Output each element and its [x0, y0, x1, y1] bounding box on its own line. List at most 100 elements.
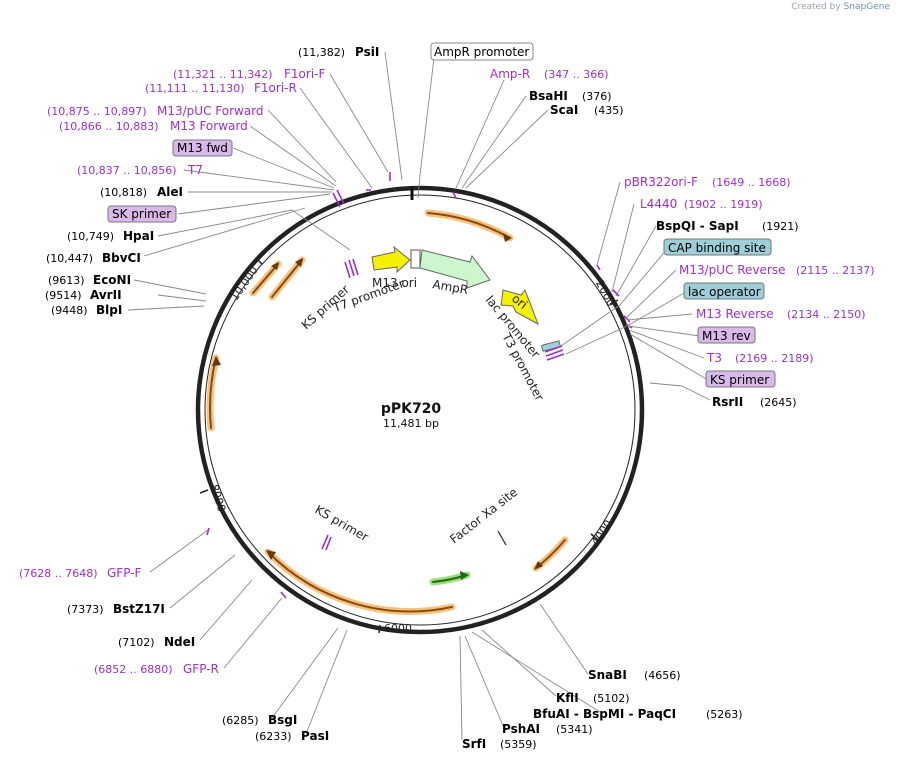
pos-bsgi: (6285) [222, 714, 259, 727]
m13-ori-feature [371, 245, 411, 274]
feature-box-ks-primer [705, 370, 776, 388]
factor-xa-tick [497, 530, 507, 546]
ampr-feature [419, 249, 491, 289]
primer-gfp-f: GFP-F [107, 566, 142, 580]
enzyme-kfli: KflI [556, 691, 579, 705]
pos-bfuai-bspmi-paqci: (5263) [706, 708, 743, 721]
pos-t7: (10,837 .. 10,856) [77, 164, 177, 177]
primer-t3: T3 [706, 351, 722, 365]
enzyme-bsahi: BsaHI [529, 89, 568, 103]
orf-arrowhead-5 [271, 262, 279, 270]
pos-econi: (9613) [48, 274, 85, 287]
enzyme-srfi: SrfI [462, 737, 486, 751]
enzyme-bstz17i: BstZ17I [113, 602, 165, 616]
plasmid-name: pPK720 [381, 401, 442, 417]
primer-m13-forward: M13 Forward [170, 119, 248, 133]
pos-m13-puc-reverse: (2115 .. 2137) [796, 264, 875, 277]
inner-label-factor-xa: Factor Xa site [447, 485, 520, 546]
enzyme-psii: PsiI [355, 45, 379, 59]
orf-arc-glow-1 [424, 209, 514, 242]
enzyme-snabi: SnaBI [588, 668, 627, 682]
pos-bsahi: (376) [582, 90, 612, 103]
tick-marks [199, 257, 619, 634]
orf-arc-5 [252, 263, 279, 294]
enzyme-pshai: PshAI [502, 722, 540, 736]
enzyme-ndei: NdeI [164, 635, 195, 649]
pos-blpi: (9448) [51, 304, 88, 317]
enzyme-hpai: HpaI [123, 229, 154, 243]
enzyme-bbvci: BbvCI [102, 251, 141, 265]
primer-m13-reverse: M13 Reverse [696, 307, 774, 321]
plasmid-length: 11,481 bp [383, 417, 439, 430]
orf-arrowhead-4 [212, 356, 221, 366]
primer-pbr322ori-f: pBR322ori-F [624, 175, 698, 189]
orf-arrowhead-3 [266, 550, 276, 560]
enzyme-bfuai-bspmi-paqci: BfuAI - BspMI - PaqCI [533, 707, 676, 721]
enzyme-bspqi-sapi: BspQI - SapI [656, 219, 739, 233]
orf-arc-3 [267, 551, 453, 613]
pos-kfli: (5102) [593, 692, 630, 705]
enzyme-alei: AleI [157, 185, 183, 199]
enzyme-pasi: PasI [301, 729, 329, 743]
pos-m13-puc-forward: (10,875 .. 10,897) [47, 105, 147, 118]
orf-arc-6 [271, 259, 303, 298]
pos-bspqi-sapi: (1921) [762, 220, 799, 233]
leader-lines [127, 51, 711, 741]
primer-amp-r: Amp-R [490, 67, 530, 81]
pos-m13-reverse: (2134 .. 2150) [787, 308, 866, 321]
orf-arrowhead-2 [534, 561, 543, 570]
pos-ndei: (7102) [118, 636, 155, 649]
inner-label-ks-primer-bottom: KS primer [313, 502, 371, 544]
feature-lac-operator: lac operator [688, 285, 761, 299]
pos-gfp-f: (7628 .. 7648) [19, 567, 98, 580]
orf-arc-glow-3 [264, 548, 456, 615]
orf-arrowhead-green [460, 571, 469, 580]
pos-pasi: (6233) [255, 730, 292, 743]
pos-srfi: (5359) [500, 738, 537, 751]
tick-label-6000: 6000 [384, 622, 412, 635]
feature-box-ampr-promoter [430, 42, 534, 61]
enzyme-rsrii: RsrII [712, 395, 743, 409]
pos-bbvci: (10,447) [46, 252, 93, 265]
pos-gfp-r: (6852 .. 6880) [94, 663, 173, 676]
primer-t7: T7 [187, 163, 203, 177]
pos-m13-forward: (10,866 .. 10,883) [59, 120, 159, 133]
feature-box-cap-binding-site [663, 238, 772, 256]
primer-f1ori-r: F1ori-R [254, 81, 297, 95]
backbone-inner [204, 194, 636, 626]
pos-pbr322ori-f: (1649 .. 1668) [712, 176, 791, 189]
enzyme-scai: ScaI [550, 103, 578, 117]
pos-rsrii: (2645) [760, 396, 797, 409]
pos-avrii: (9514) [45, 289, 82, 302]
enzyme-econi: EcoNI [93, 273, 131, 287]
ori-feature [500, 289, 539, 326]
feature-sk-primer: SK primer [112, 207, 171, 221]
feature-box-m13-fwd [172, 139, 233, 157]
pos-amp-r: (347 .. 366) [544, 68, 609, 81]
enzyme-avrii: AvrII [90, 288, 122, 302]
pos-f1ori-r: (11,111 .. 11,130) [145, 82, 245, 95]
inner-label-ampr: AmpR [431, 277, 469, 297]
primer-f1ori-f: F1ori-F [284, 67, 325, 81]
enzyme-bsgi: BsgI [268, 713, 297, 727]
feature-cap-binding-site: CAP binding site [668, 241, 766, 255]
pos-hpai: (10,749) [67, 230, 114, 243]
pos-f1ori-f: (11,321 .. 11,342) [173, 68, 273, 81]
pos-l4440: (1902 .. 1919) [684, 198, 763, 211]
pos-psii: (11,382) [298, 46, 345, 59]
snapgene-credit: Created by SnapGene [791, 2, 890, 12]
tick-label-8000: 8000 [207, 483, 228, 514]
ampr-promoter-feature [410, 249, 421, 269]
primer-l4440: L4440 [640, 197, 677, 211]
feature-box-m13-rev [697, 326, 756, 344]
pos-t3: (2169 .. 2189) [735, 352, 814, 365]
feature-ks-primer: KS primer [710, 373, 769, 387]
pos-alei: (10,818) [100, 186, 147, 199]
orf-arrowhead-6 [295, 258, 303, 267]
pos-bstz17i: (7373) [67, 603, 104, 616]
feature-box-sk-primer [107, 205, 177, 223]
tick-label-10000: 10,000 [228, 264, 261, 303]
pos-snabi: (4656) [644, 669, 681, 682]
credit-brand: SnapGene [843, 2, 890, 12]
